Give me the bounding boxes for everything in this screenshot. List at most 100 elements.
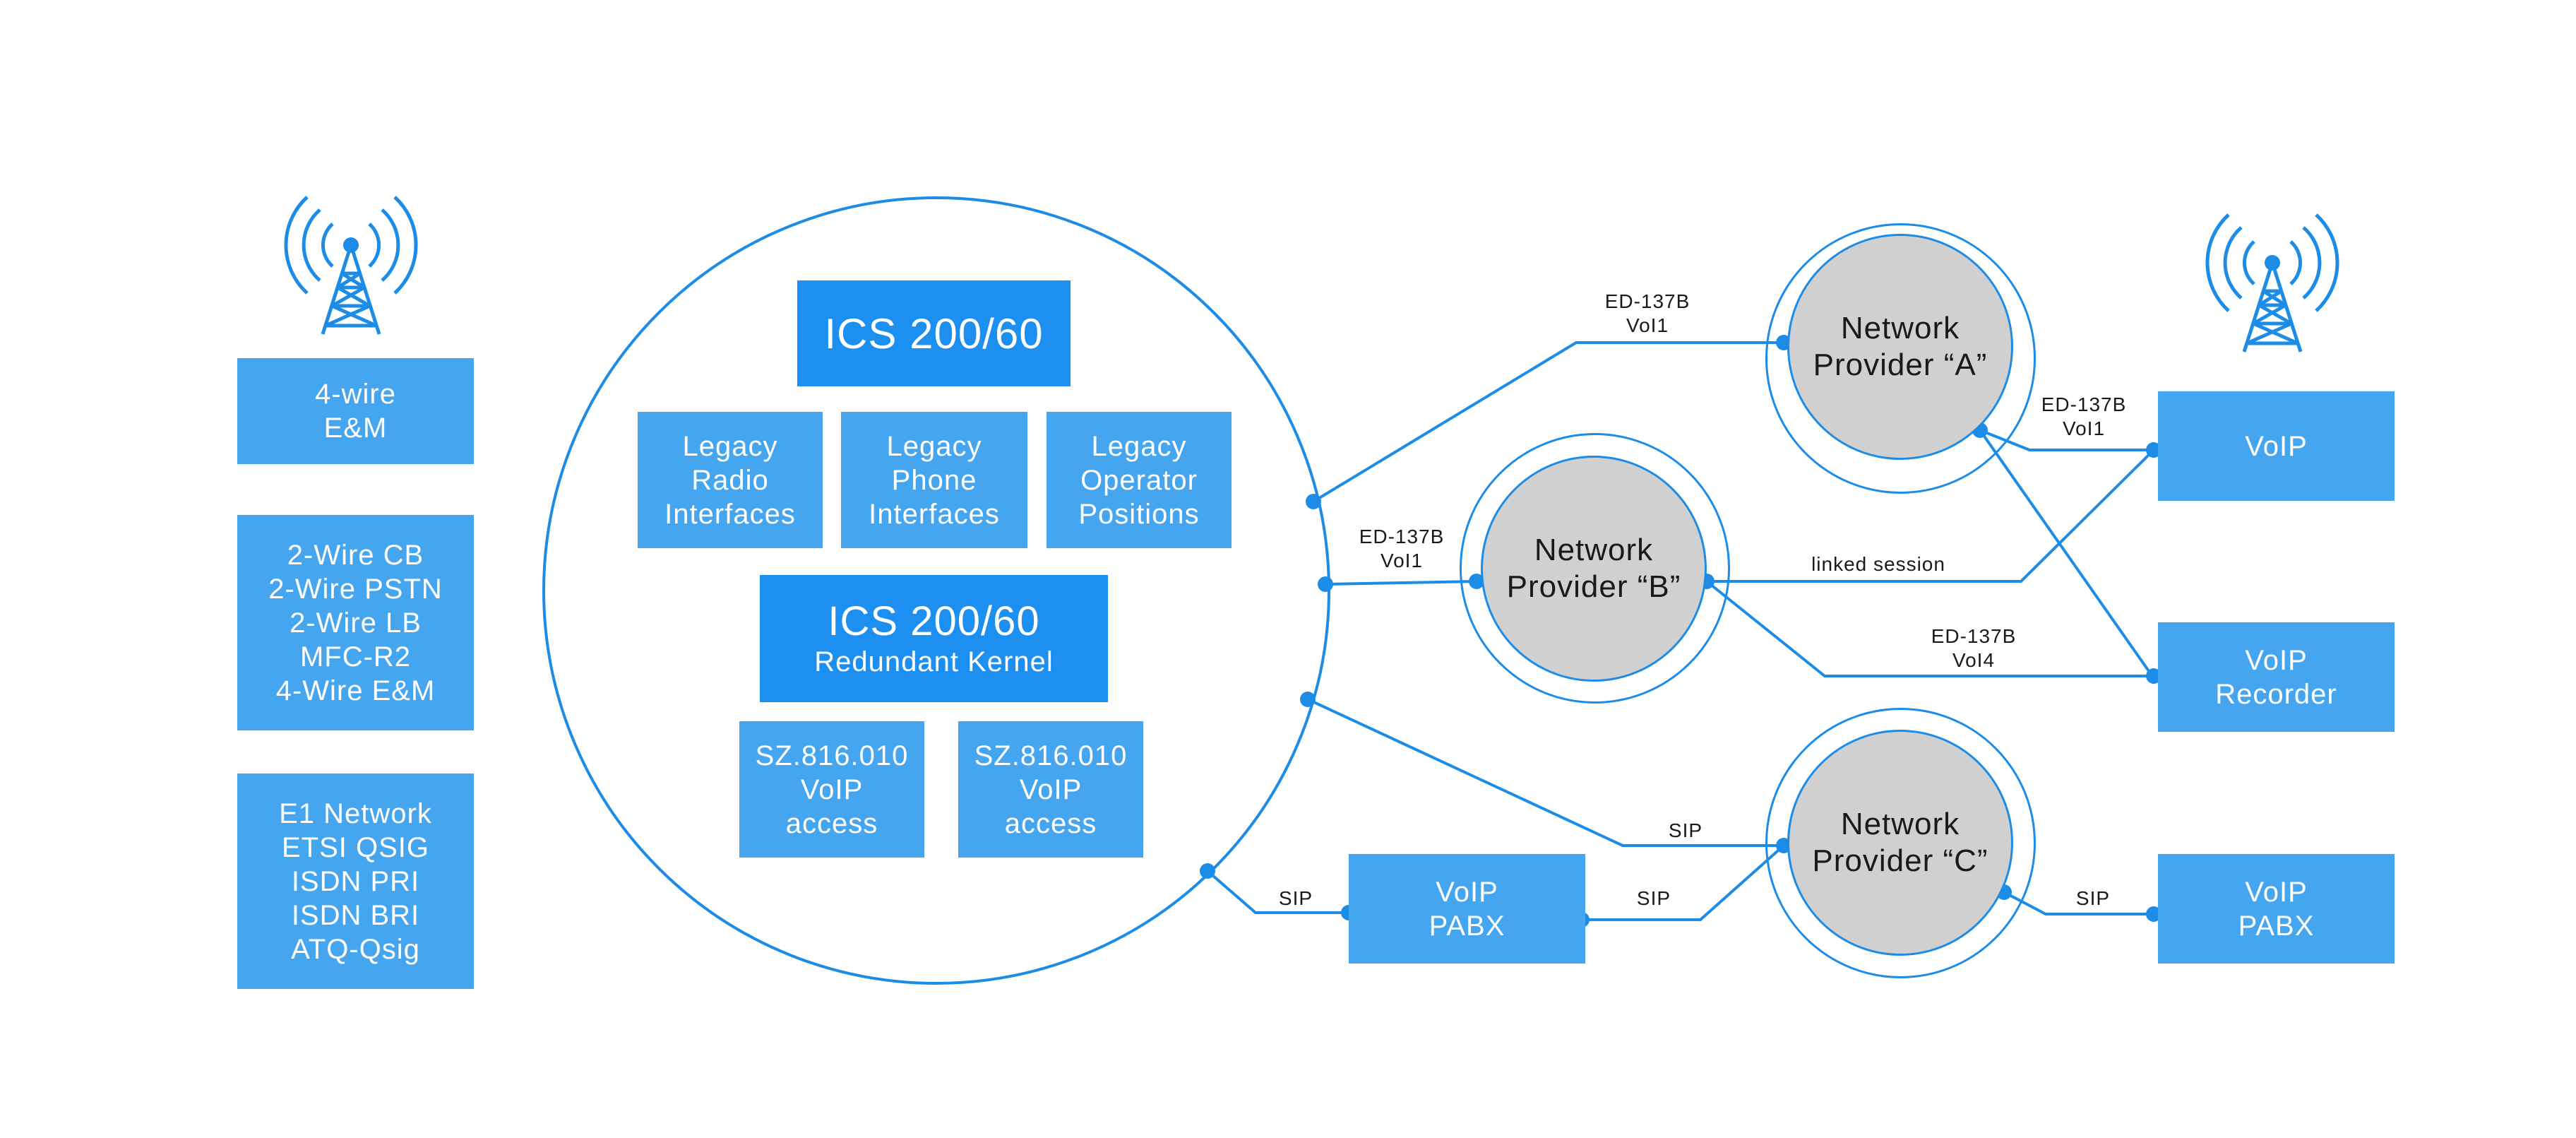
ics-title: ICS 200/60: [824, 309, 1044, 357]
box-line: E&M: [323, 413, 388, 444]
box-line: ISDN PRI: [291, 865, 420, 897]
box-line: VoIP: [1019, 774, 1083, 805]
link-label-line: VoI1: [2062, 417, 2106, 439]
box-line: Radio: [691, 464, 769, 496]
interface-box-4wire: 4-wire E&M: [237, 358, 474, 464]
link-label-ics-b: ED-137B VoI1: [1317, 525, 1486, 573]
link-provider-b-to-recorder: [1705, 580, 2154, 677]
link-label-line: ED-137B: [1604, 290, 1690, 312]
connector-dot: [1300, 692, 1316, 707]
link-provider-b-to-voip: [1707, 449, 2155, 583]
voip-pabx-box: VoIP PABX: [2158, 854, 2395, 964]
link-label-line: SIP: [2075, 887, 2111, 909]
link-label-b-voip: linked session: [1779, 552, 1977, 576]
provider-label-line: Provider “A”: [1813, 348, 1988, 382]
box-line: VoIP: [1436, 876, 1498, 908]
box-line: 2-Wire LB: [290, 607, 422, 639]
box-line: Interfaces: [664, 498, 796, 530]
box-line: Operator: [1080, 464, 1198, 496]
link-ics-to-provider-b: [1325, 580, 1477, 586]
box-line: VoIP: [2245, 644, 2308, 676]
connector-dot: [2146, 442, 2161, 458]
provider-label-line: Provider “B”: [1506, 569, 1681, 604]
box-line: E1 Network: [279, 798, 432, 829]
radio-tower-icon: [284, 196, 418, 335]
link-label-line: ED-137B: [2041, 393, 2127, 415]
provider-label-line: Network: [1840, 807, 1960, 841]
voip-access-box: SZ.816.010 VoIP access: [739, 721, 924, 858]
connector-dot: [1200, 863, 1215, 879]
provider-label-line: Network: [1840, 311, 1960, 345]
link-label-line: SIP: [1278, 887, 1313, 909]
link-label-b-recorder: ED-137B VoI4: [1889, 624, 2058, 672]
link-label-a-voip: ED-137B VoI1: [1999, 393, 2169, 441]
provider-a-circle: Network Provider “A”: [1787, 234, 2013, 460]
link-label-line: ED-137B: [1359, 526, 1445, 547]
box-line: Positions: [1078, 498, 1200, 530]
legacy-operator-box: Legacy Operator Positions: [1046, 412, 1232, 548]
box-line: ISDN BRI: [291, 899, 420, 931]
link-label-ics-pabx: SIP: [1253, 887, 1338, 911]
box-line: Legacy: [682, 430, 778, 462]
link-provider-a-to-recorder: [1979, 429, 2155, 680]
provider-b-outer-ring: [1460, 433, 1730, 704]
provider-c-circle: Network Provider “C”: [1787, 730, 2013, 956]
box-line: VoIP: [800, 774, 864, 805]
provider-c-outer-ring: [1765, 708, 2036, 978]
box-line: Interfaces: [869, 498, 1000, 530]
voip-recorder-box: VoIP Recorder: [2158, 622, 2395, 732]
connector-dot: [1306, 494, 1321, 509]
box-line: Recorder: [2215, 678, 2337, 710]
link-label-c-pabx: SIP: [2051, 887, 2135, 911]
box-line: ETSI QSIG: [281, 831, 430, 863]
link-label-line: VoI4: [1952, 649, 1996, 671]
connector-dot: [2146, 906, 2161, 922]
box-line: access: [1004, 807, 1097, 839]
legacy-radio-box: Legacy Radio Interfaces: [638, 412, 823, 548]
connector-dot: [2146, 668, 2161, 684]
box-line: Legacy: [886, 430, 982, 462]
voip-pabx-box: VoIP PABX: [1349, 854, 1585, 964]
box-line: 4-wire: [315, 379, 396, 410]
link-label-line: VoI1: [1626, 314, 1669, 336]
link-label-line: ED-137B: [1931, 625, 2017, 647]
box-line: 2-Wire CB: [287, 539, 424, 571]
box-line: Phone: [891, 464, 977, 496]
legacy-phone-box: Legacy Phone Interfaces: [841, 412, 1027, 548]
link-label-line: SIP: [1668, 819, 1703, 841]
box-line: SZ.816.010: [755, 740, 909, 771]
ics-title-box: ICS 200/60: [797, 280, 1071, 386]
box-line: VoIP: [2245, 430, 2308, 462]
provider-label-line: Network: [1534, 533, 1654, 567]
link-pabx-left-to-provider-c: [1582, 844, 1785, 921]
connector-dot: [1318, 576, 1333, 592]
box-line: 4-Wire E&M: [275, 675, 436, 706]
box-line: VoIP: [2245, 876, 2308, 908]
kernel-title: ICS 200/60: [828, 598, 1040, 644]
provider-b-circle: Network Provider “B”: [1481, 456, 1707, 682]
redundant-kernel-box: ICS 200/60 Redundant Kernel: [760, 575, 1108, 702]
box-line: Legacy: [1091, 430, 1187, 462]
provider-a-outer-ring: [1765, 223, 2036, 494]
interface-box-2wire: 2-Wire CB 2-Wire PSTN 2-Wire LB MFC-R2 4…: [237, 515, 474, 730]
box-line: 2-Wire PSTN: [268, 573, 443, 605]
interface-box-e1: E1 Network ETSI QSIG ISDN PRI ISDN BRI A…: [237, 774, 474, 989]
box-line: access: [785, 807, 878, 839]
link-ics-to-provider-c: [1307, 698, 1784, 847]
box-line: SZ.816.010: [974, 740, 1128, 771]
box-line: PABX: [1429, 910, 1505, 942]
link-label-line: VoI1: [1380, 550, 1424, 571]
voip-box: VoIP: [2158, 391, 2395, 501]
link-ics-to-provider-a: [1312, 341, 1784, 503]
kernel-subtitle: Redundant Kernel: [814, 646, 1054, 677]
voip-access-box: SZ.816.010 VoIP access: [958, 721, 1143, 858]
link-label-ics-a: ED-137B VoI1: [1563, 290, 1732, 338]
link-ics-to-pabx-left: [1206, 870, 1349, 914]
link-label-ics-c: SIP: [1643, 819, 1728, 843]
link-label-line: linked session: [1811, 553, 1945, 575]
box-line: MFC-R2: [299, 641, 412, 672]
box-line: PABX: [2238, 910, 2315, 942]
link-label-line: SIP: [1636, 887, 1671, 909]
box-line: ATQ-Qsig: [291, 933, 420, 965]
radio-tower-icon: [2205, 213, 2339, 352]
